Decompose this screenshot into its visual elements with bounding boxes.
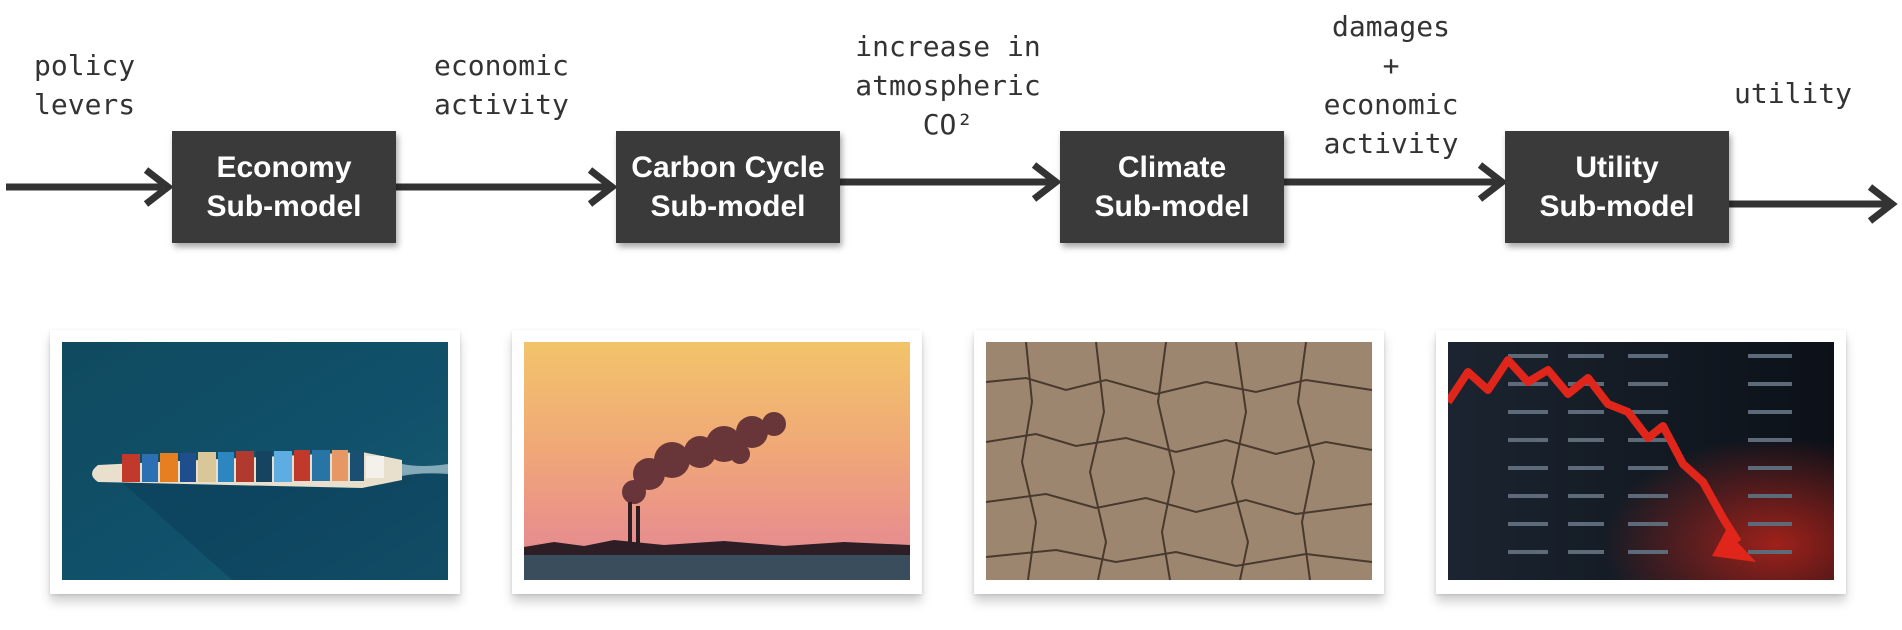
arrow-input-head [143, 167, 174, 207]
dry-earth-image [986, 342, 1372, 580]
utility-submodel-box: Utility Sub-model [1505, 131, 1729, 243]
utility-submodel-title: Utility [1575, 151, 1659, 184]
utility-submodel-subtitle: Sub-model [1539, 190, 1695, 223]
label-policy-levers: policy levers [34, 49, 136, 121]
arrow-economy-to-carbon-head [587, 167, 618, 207]
arrow-carbon-to-climate-head [1031, 162, 1062, 202]
arrow-output-head [1867, 184, 1898, 224]
label-utility: utility [1734, 77, 1853, 110]
photo-smokestacks [512, 330, 922, 594]
arrow-climate-to-utility-head [1477, 162, 1508, 202]
smokestacks-image [524, 342, 910, 580]
container-ship-image [62, 342, 448, 580]
climate-submodel-title: Climate [1117, 151, 1227, 184]
photo-container-ship [50, 330, 460, 594]
carbon-cycle-submodel-title: Carbon Cycle [631, 151, 825, 184]
market-crash-image [1448, 342, 1834, 580]
economy-submodel-title: Economy [216, 151, 352, 184]
climate-submodel-subtitle: Sub-model [1094, 190, 1250, 223]
economy-submodel-box: Economy Sub-model [172, 131, 396, 243]
label-damages-economic-activity: damages + economic activity [1323, 10, 1459, 160]
carbon-cycle-submodel-subtitle: Sub-model [650, 190, 806, 223]
photo-dry-earth [974, 330, 1384, 594]
photo-market-crash [1436, 330, 1846, 594]
climate-submodel-box: Climate Sub-model [1060, 131, 1284, 243]
label-atmospheric-co2: increase in atmospheric CO² [855, 30, 1041, 141]
label-economic-activity: economic activity [434, 49, 569, 121]
economy-submodel-subtitle: Sub-model [206, 190, 362, 223]
carbon-cycle-submodel-box: Carbon Cycle Sub-model [616, 131, 840, 243]
